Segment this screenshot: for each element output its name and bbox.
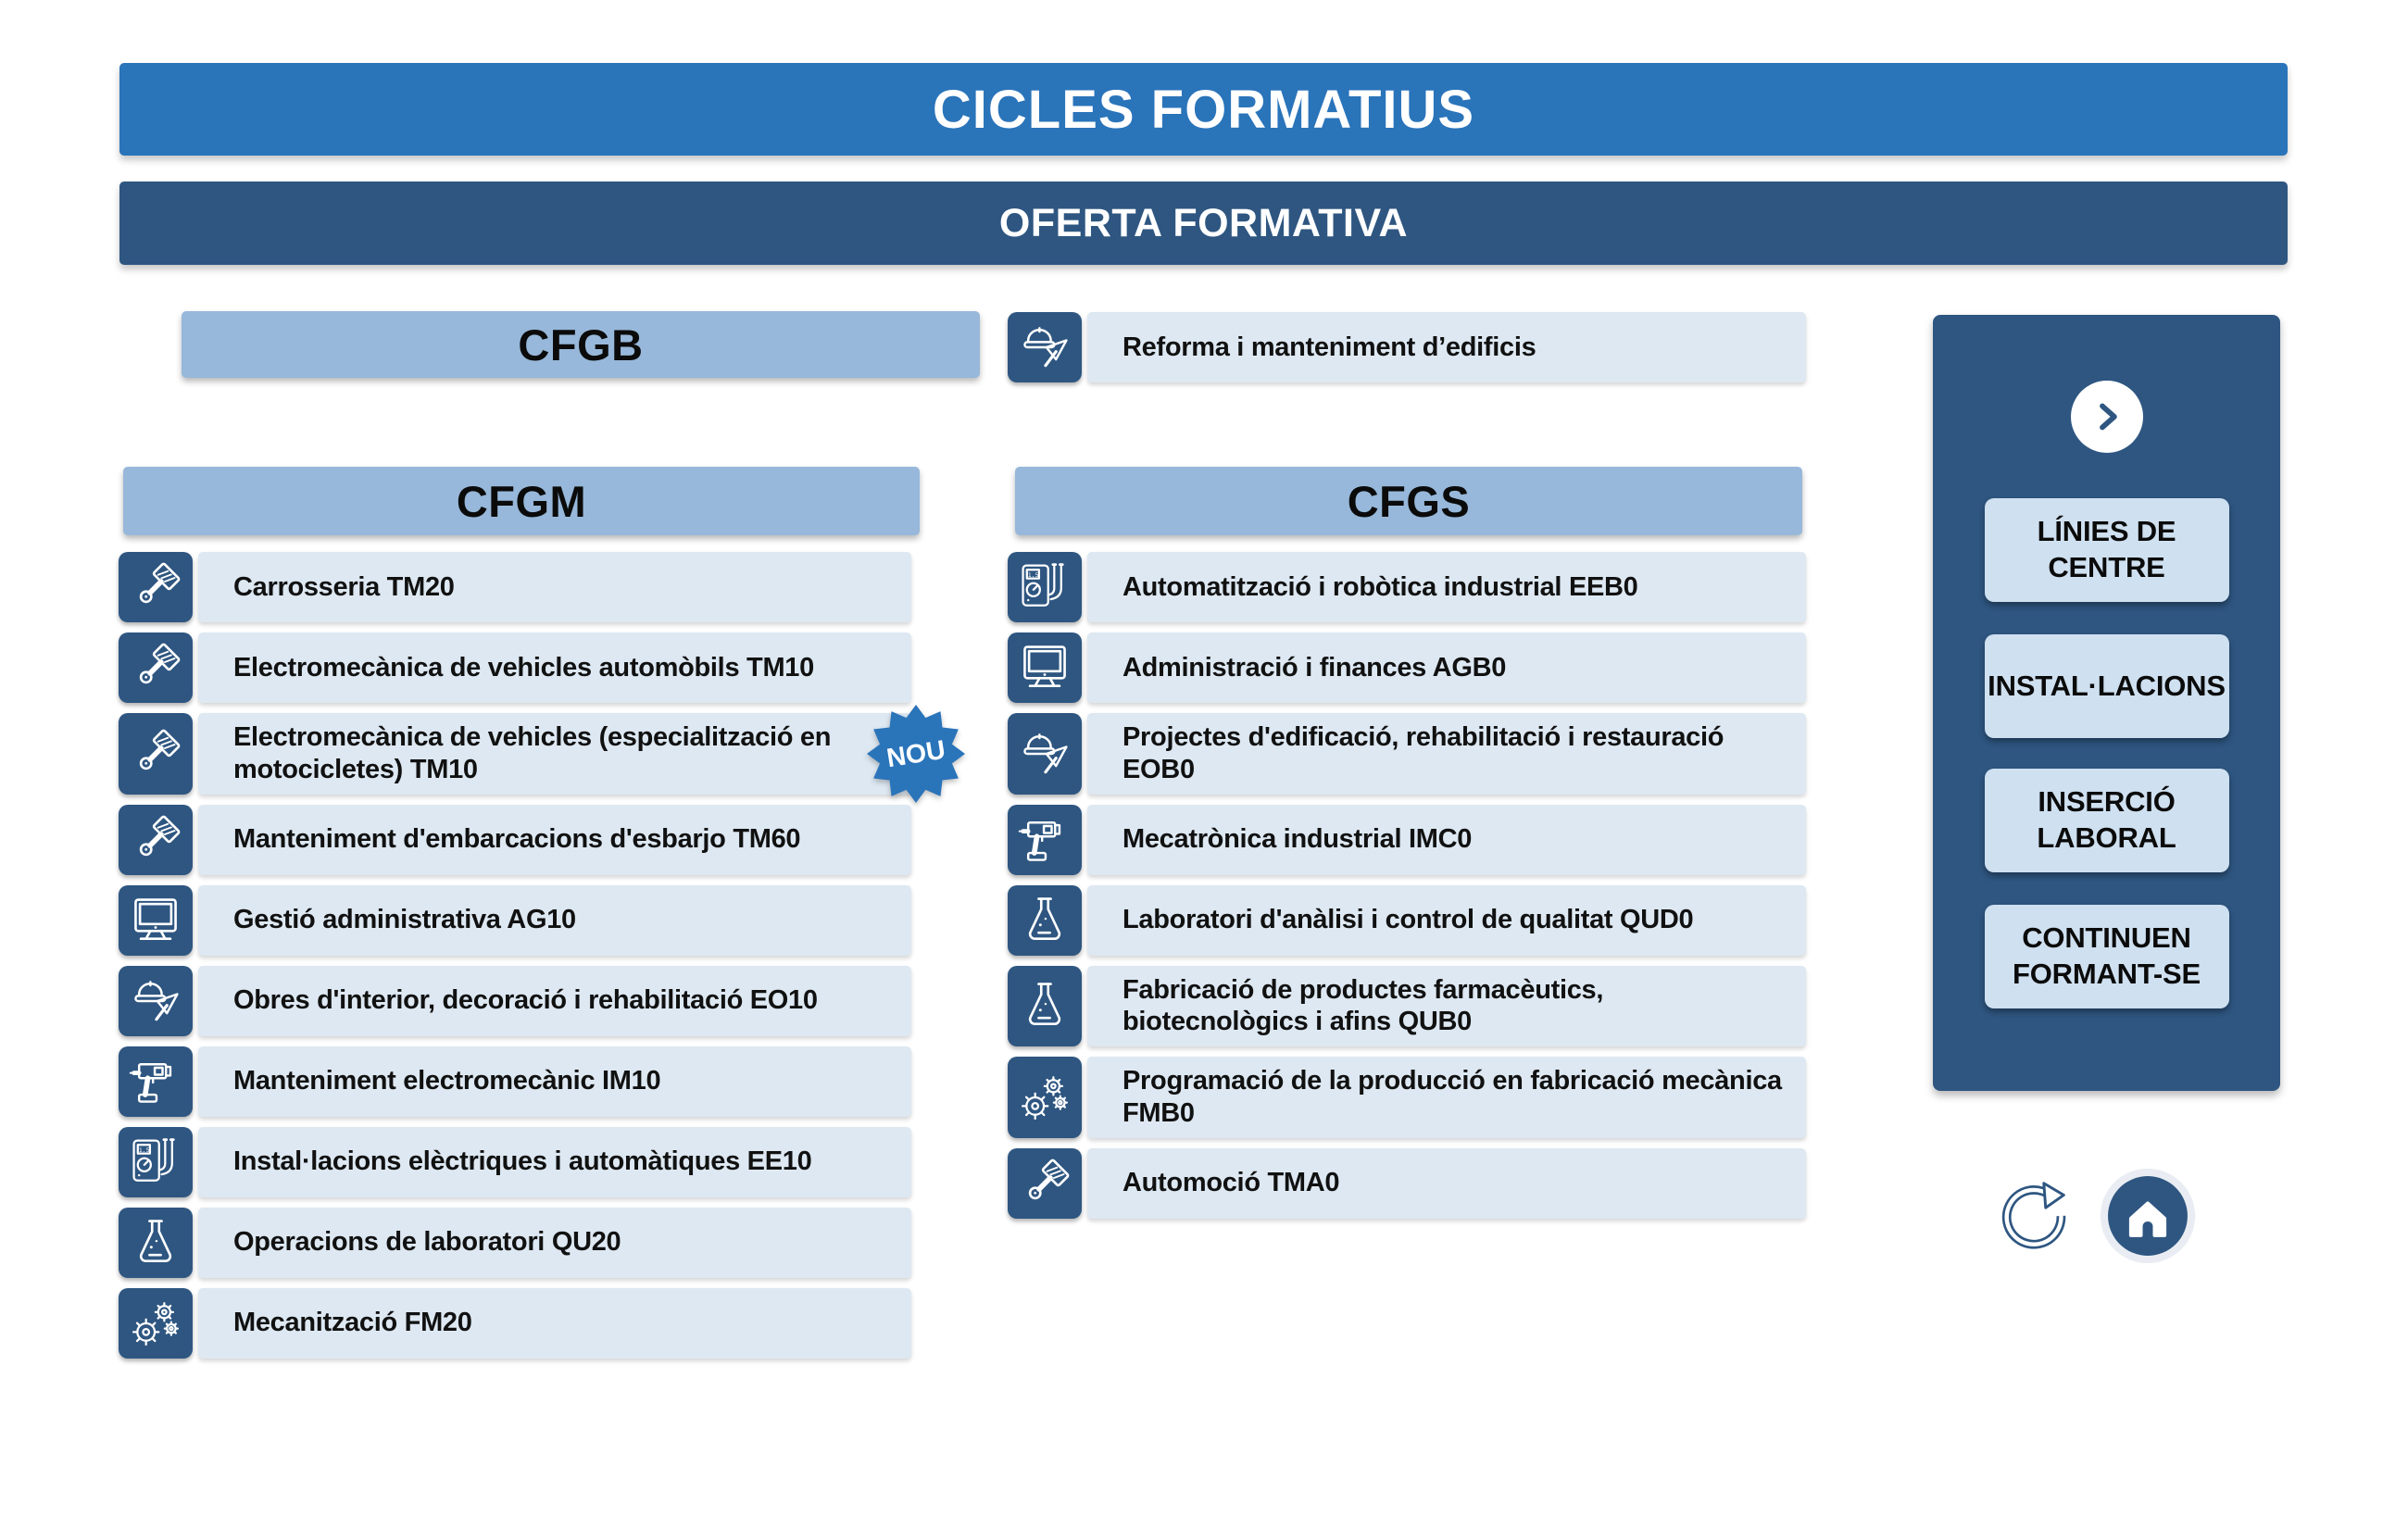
course-row: Electromecànica de vehicles (especialitz…: [119, 704, 965, 803]
course-row: Automoció TMA0: [1008, 1147, 1806, 1219]
course-row: Instal·lacions elèctriques i automàtique…: [119, 1126, 911, 1197]
course-row: Projectes d'edificació, rehabilitació i …: [1008, 713, 1806, 795]
construction-icon: [1008, 713, 1082, 795]
course-label: Carrosseria TM20: [233, 571, 455, 602]
course-panel: Automoció TMA0: [1087, 1147, 1806, 1219]
chevron-right-icon: [2086, 395, 2128, 438]
section-header-cfgb: CFGB: [182, 311, 980, 378]
flask-icon: [1008, 965, 1082, 1047]
course-panel: Electromecànica de vehicles (especialitz…: [198, 713, 911, 795]
course-panel: Programació de la producció en fabricaci…: [1087, 1057, 1806, 1138]
course-row: Programació de la producció en fabricaci…: [1008, 1057, 1806, 1138]
course-panel: Instal·lacions elèctriques i automàtique…: [198, 1126, 911, 1197]
course-label: Mecatrònica industrial IMC0: [1122, 824, 1473, 855]
course-row: Reforma i manteniment d’edificis: [1008, 312, 1806, 382]
course-label: Automatització i robòtica industrial EEB…: [1122, 571, 1638, 602]
piston-icon: [119, 804, 193, 875]
course-label: Instal·lacions elèctriques i automàtique…: [233, 1146, 812, 1177]
course-panel: Projectes d'edificació, rehabilitació i …: [1087, 713, 1806, 795]
nou-badge: NOU: [867, 704, 965, 803]
monitor-icon: [1008, 632, 1082, 703]
construction-icon: [1008, 312, 1082, 382]
course-panel: Mecatrònica industrial IMC0: [1087, 804, 1806, 875]
side-button-installacions[interactable]: INSTAL·LACIONS: [1984, 634, 2229, 738]
side-button-insercio-laboral[interactable]: INSERCIÓ LABORAL: [1984, 769, 2229, 872]
piston-icon: [119, 632, 193, 703]
course-panel: Manteniment d'embarcacions d'esbarjo TM6…: [198, 804, 911, 875]
course-label: Projectes d'edificació, rehabilitació i …: [1122, 722, 1724, 784]
course-row: Electromecànica de vehicles automòbils T…: [119, 632, 911, 703]
course-panel: Operacions de laboratori QU20: [198, 1207, 911, 1278]
drill-icon: [1008, 804, 1082, 875]
course-row: Obres d'interior, decoració i rehabilita…: [119, 965, 911, 1036]
course-label: Manteniment d'embarcacions d'esbarjo TM6…: [233, 824, 801, 855]
flask-icon: [119, 1207, 193, 1278]
course-label: Electromecànica de vehicles (especialitz…: [233, 722, 832, 784]
home-button[interactable]: [2099, 1167, 2197, 1265]
course-panel: Manteniment electromecànic IM10: [198, 1046, 911, 1117]
gears-icon: [1008, 1057, 1082, 1138]
course-panel: Gestió administrativa AG10: [198, 884, 911, 956]
piston-icon: [119, 552, 193, 622]
course-label: Administració i finances AGB0: [1122, 652, 1507, 683]
side-panel: LÍNIES DE CENTRE INSTAL·LACIONS INSERCIÓ…: [1933, 315, 2280, 1091]
course-panel: Laboratori d'anàlisi i control de qualit…: [1087, 884, 1806, 956]
course-row: Carrosseria TM20: [119, 552, 911, 622]
side-button-continuen-formant-se[interactable]: CONTINUEN FORMANT-SE: [1984, 905, 2229, 1008]
page-title: CICLES FORMATIUS: [119, 63, 2288, 156]
section-header-cfgm: CFGM: [123, 467, 920, 535]
course-label: Gestió administrativa AG10: [233, 905, 576, 935]
course-row: Laboratori d'anàlisi i control de qualit…: [1008, 884, 1806, 956]
course-label: Manteniment electromecànic IM10: [233, 1066, 661, 1096]
course-label: Operacions de laboratori QU20: [233, 1227, 621, 1258]
section-header-cfgs: CFGS: [1015, 467, 1802, 535]
course-panel: Reforma i manteniment d’edificis: [1087, 312, 1806, 382]
refresh-button[interactable]: [1991, 1169, 2078, 1261]
course-panel: Mecanització FM20: [198, 1287, 911, 1359]
course-row: Manteniment electromecànic IM10: [119, 1046, 911, 1117]
refresh-icon: [2001, 1182, 2066, 1249]
cfgb-course-list: Reforma i manteniment d’edificis: [1008, 312, 1806, 382]
course-label: Mecanització FM20: [233, 1308, 472, 1338]
cfgs-course-list: Automatització i robòtica industrial EEB…: [1008, 552, 1806, 1219]
course-panel: Fabricació de productes farmacèutics, bi…: [1087, 965, 1806, 1047]
drill-icon: [119, 1046, 193, 1117]
course-panel: Electromecànica de vehicles automòbils T…: [198, 632, 911, 703]
course-label: Programació de la producció en fabricaci…: [1122, 1066, 1782, 1128]
flask-icon: [1008, 884, 1082, 956]
course-row: Mecanització FM20: [119, 1287, 911, 1359]
course-row: Operacions de laboratori QU20: [119, 1207, 911, 1278]
course-row: Administració i finances AGB0: [1008, 632, 1806, 703]
course-row: Fabricació de productes farmacèutics, bi…: [1008, 965, 1806, 1047]
side-button-linies-de-centre[interactable]: LÍNIES DE CENTRE: [1984, 498, 2229, 602]
monitor-icon: [119, 884, 193, 956]
multimeter-icon: [119, 1126, 193, 1197]
course-label: Electromecànica de vehicles automòbils T…: [233, 652, 814, 683]
piston-icon: [1008, 1147, 1082, 1219]
course-label: Obres d'interior, decoració i rehabilita…: [233, 985, 818, 1016]
page-subtitle: OFERTA FORMATIVA: [119, 182, 2288, 265]
course-row: Gestió administrativa AG10: [119, 884, 911, 956]
course-label: Reforma i manteniment d’edificis: [1122, 332, 1536, 362]
course-panel: Automatització i robòtica industrial EEB…: [1087, 552, 1806, 622]
course-panel: Obres d'interior, decoració i rehabilita…: [198, 965, 911, 1036]
course-panel: Carrosseria TM20: [198, 552, 911, 622]
course-label: Automoció TMA0: [1122, 1168, 1340, 1198]
course-panel: Administració i finances AGB0: [1087, 632, 1806, 703]
course-label: Laboratori d'anàlisi i control de qualit…: [1122, 905, 1694, 935]
next-arrow-button[interactable]: [2070, 381, 2143, 453]
course-label: Fabricació de productes farmacèutics, bi…: [1122, 974, 1604, 1037]
multimeter-icon: [1008, 552, 1082, 622]
construction-icon: [119, 965, 193, 1036]
piston-icon: [119, 713, 193, 795]
home-icon: [2100, 1168, 2196, 1264]
course-row: Manteniment d'embarcacions d'esbarjo TM6…: [119, 804, 911, 875]
course-row: Automatització i robòtica industrial EEB…: [1008, 552, 1806, 622]
gears-icon: [119, 1287, 193, 1359]
course-row: Mecatrònica industrial IMC0: [1008, 804, 1806, 875]
